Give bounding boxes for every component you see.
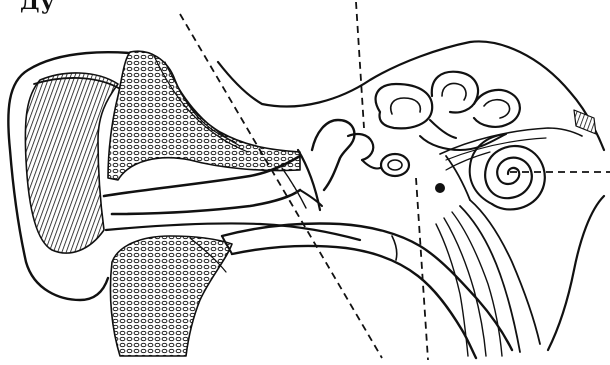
skull-outline [218,41,604,350]
middle-inner-divider-top [356,2,364,128]
outer-middle-divider [180,14,382,358]
cochlea [470,134,545,209]
ossicles [312,120,409,190]
lower-canal-tissue [110,236,232,356]
upper-canal-tissue [108,51,300,180]
eustachian-tube [222,224,512,359]
middle-inner-divider-bottom [416,178,428,360]
semicircular-canals [376,72,520,138]
